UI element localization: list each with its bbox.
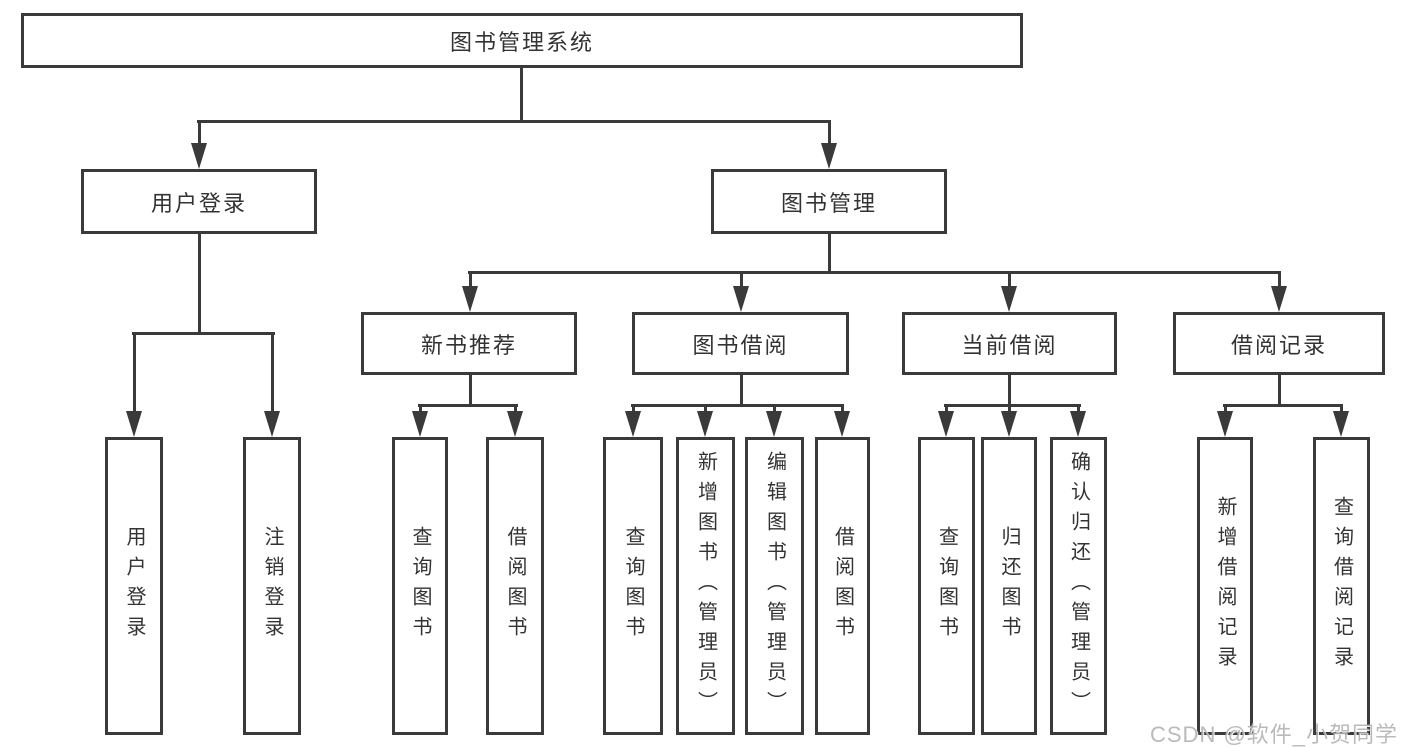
arrow-down-icon	[1217, 411, 1233, 437]
node-borrowing-records-label: 借阅记录	[1230, 332, 1327, 358]
node-book-management-label: 图书管理	[780, 190, 877, 216]
arrow-down-icon	[834, 411, 850, 437]
leaf-query-books-borrowing-label: 查询图书	[622, 526, 644, 646]
connector-line	[631, 404, 844, 407]
connector-line	[469, 271, 472, 289]
leaf-query-borrow-record-label: 查询借阅记录	[1330, 496, 1353, 676]
connector-line	[271, 332, 274, 414]
connector-line	[514, 404, 517, 416]
arrow-down-icon	[1070, 411, 1086, 437]
connector-line	[1008, 375, 1011, 407]
arrow-down-icon	[766, 411, 782, 437]
connector-line	[841, 404, 844, 416]
node-library-system: 图书管理系统	[21, 13, 1023, 68]
leaf-confirm-return-admin: 确认归还（管理员）	[1050, 437, 1107, 735]
node-new-book-recommendation: 新书推荐	[361, 312, 577, 375]
arrow-down-icon	[264, 411, 280, 437]
connector-line	[198, 120, 201, 146]
node-user-login-label: 用户登录	[150, 190, 247, 216]
connector-line	[1008, 404, 1011, 416]
connector-line	[198, 234, 201, 334]
connector-line	[1008, 271, 1011, 289]
connector-line	[828, 120, 831, 146]
leaf-query-books-borrowing: 查询图书	[603, 437, 663, 735]
node-new-book-recommendation-label: 新书推荐	[420, 332, 517, 358]
leaf-borrow-books: 借阅图书	[815, 437, 870, 735]
arrow-down-icon	[1333, 411, 1349, 437]
connector-line	[418, 404, 518, 407]
leaf-query-books-current-label: 查询图书	[935, 526, 958, 646]
arrow-down-icon	[697, 411, 713, 437]
arrow-down-icon	[1001, 411, 1017, 437]
leaf-query-books-recommend: 查询图书	[392, 437, 448, 735]
connector-line	[1340, 404, 1343, 416]
leaf-user-login: 用户登录	[105, 437, 163, 735]
leaf-add-book-admin-label: 新增图书（管理员）	[694, 451, 717, 721]
leaf-query-books-current: 查询图书	[918, 437, 975, 735]
arrow-down-icon	[938, 411, 954, 437]
leaf-confirm-return-admin-label: 确认归还（管理员）	[1067, 451, 1090, 721]
connector-line	[773, 404, 776, 416]
leaf-logout-label: 注销登录	[261, 526, 283, 646]
leaf-edit-book-admin: 编辑图书（管理员）	[745, 437, 804, 735]
leaf-add-borrow-record: 新增借阅记录	[1197, 437, 1253, 735]
connector-line	[704, 404, 707, 416]
csdn-watermark: CSDN @软件_小贺同学	[1150, 722, 1399, 747]
leaf-edit-book-admin-label: 编辑图书（管理员）	[763, 451, 786, 721]
leaf-add-borrow-record-label: 新增借阅记录	[1214, 496, 1236, 676]
connector-line	[133, 332, 136, 414]
connector-line	[828, 234, 831, 274]
leaf-user-login-label: 用户登录	[123, 526, 145, 646]
arrow-down-icon	[412, 411, 428, 437]
connector-line	[1224, 404, 1227, 416]
connector-line	[1223, 404, 1343, 407]
connector-line	[469, 375, 472, 407]
connector-line	[944, 404, 1081, 407]
leaf-return-book-label: 归还图书	[998, 526, 1020, 646]
arrow-down-icon	[625, 411, 641, 437]
connector-line	[132, 332, 275, 335]
connector-line	[197, 120, 831, 123]
leaf-logout: 注销登录	[243, 437, 301, 735]
arrow-down-icon	[191, 143, 207, 169]
connector-line	[1278, 375, 1281, 407]
arrow-down-icon	[1001, 286, 1017, 312]
node-book-borrowing-label: 图书借阅	[692, 332, 789, 358]
connector-line	[945, 404, 948, 416]
leaf-borrow-books-recommend: 借阅图书	[486, 437, 544, 735]
arrow-down-icon	[821, 143, 837, 169]
connector-line	[468, 271, 1281, 274]
node-library-system-label: 图书管理系统	[449, 29, 594, 55]
arrow-down-icon	[507, 411, 523, 437]
leaf-add-book-admin: 新增图书（管理员）	[676, 437, 735, 735]
arrow-down-icon	[1271, 286, 1287, 312]
connector-line	[740, 375, 743, 407]
leaf-query-books-recommend-label: 查询图书	[409, 526, 431, 646]
arrow-down-icon	[462, 286, 478, 312]
node-borrowing-records: 借阅记录	[1173, 312, 1385, 375]
node-user-login: 用户登录	[81, 169, 317, 234]
connector-line	[1077, 404, 1080, 416]
node-current-borrowing-label: 当前借阅	[961, 332, 1058, 358]
connector-line	[1278, 271, 1281, 289]
node-book-borrowing: 图书借阅	[632, 312, 849, 375]
arrow-down-icon	[126, 411, 142, 437]
connector-line	[740, 271, 743, 289]
leaf-borrow-books-recommend-label: 借阅图书	[504, 526, 526, 646]
connector-line	[632, 404, 635, 416]
leaf-borrow-books-label: 借阅图书	[831, 526, 854, 646]
connector-line	[520, 68, 523, 121]
node-book-management: 图书管理	[711, 169, 947, 234]
node-current-borrowing: 当前借阅	[902, 312, 1117, 375]
leaf-return-book: 归还图书	[981, 437, 1037, 735]
leaf-query-borrow-record: 查询借阅记录	[1313, 437, 1370, 735]
arrow-down-icon	[733, 286, 749, 312]
connector-line	[419, 404, 422, 416]
